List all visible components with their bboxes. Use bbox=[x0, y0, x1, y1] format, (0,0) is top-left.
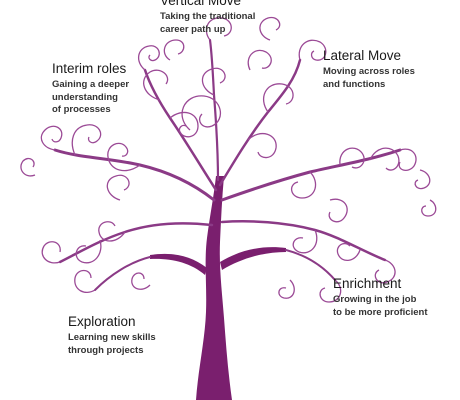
vertical-move-desc-line: career path up bbox=[160, 23, 226, 35]
label-interim-roles: Interim roles Gaining a deeper understan… bbox=[52, 61, 129, 117]
label-vertical-move: Vertical Move Taking the traditional car… bbox=[160, 0, 255, 36]
tree-branches bbox=[53, 38, 402, 291]
interim-roles-desc-line: of processes bbox=[52, 104, 111, 115]
interim-roles-desc-line: understanding bbox=[52, 91, 118, 103]
enrichment-description: Growing in the job to be more proficient bbox=[333, 294, 427, 319]
interim-roles-description: Gaining a deeper understanding of proces… bbox=[52, 79, 129, 117]
exploration-desc-line: through projects bbox=[68, 344, 144, 356]
tree-trunk bbox=[150, 176, 286, 400]
exploration-desc-line: Learning new skills bbox=[68, 332, 156, 343]
vertical-move-desc-line: Taking the traditional bbox=[160, 11, 256, 22]
enrichment-desc-line: Growing in the job bbox=[333, 294, 417, 305]
enrichment-title: Enrichment bbox=[333, 276, 402, 291]
lateral-move-desc-line: Moving across roles bbox=[323, 66, 415, 77]
exploration-description: Learning new skills through projects bbox=[68, 332, 156, 357]
vertical-move-title: Vertical Move bbox=[160, 0, 242, 8]
lateral-move-title: Lateral Move bbox=[323, 48, 402, 63]
interim-roles-desc-line: Gaining a deeper bbox=[52, 79, 130, 90]
exploration-title: Exploration bbox=[68, 314, 136, 329]
vertical-move-description: Taking the traditional career path up bbox=[160, 11, 255, 36]
interim-roles-title: Interim roles bbox=[52, 61, 127, 76]
label-exploration: Exploration Learning new skills through … bbox=[68, 314, 156, 357]
swirl-curls bbox=[20, 16, 437, 303]
label-lateral-move: Lateral Move Moving across roles and fun… bbox=[323, 48, 415, 91]
label-enrichment: Enrichment Growing in the job to be more… bbox=[333, 276, 427, 319]
enrichment-desc-line: to be more proficient bbox=[333, 306, 428, 318]
lateral-move-description: Moving across roles and functions bbox=[323, 66, 415, 91]
lateral-move-desc-line: and functions bbox=[323, 78, 386, 90]
